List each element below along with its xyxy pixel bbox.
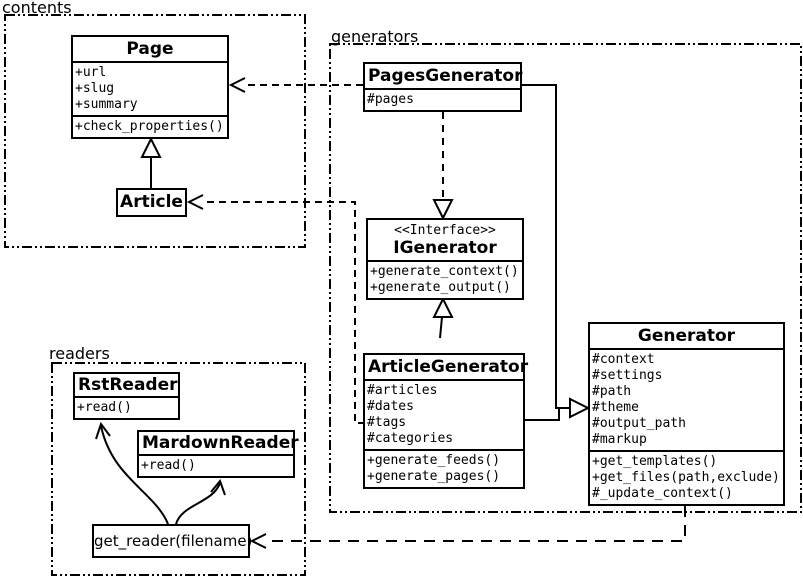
class-title: Page [126,39,174,59]
edge-generator-dep-getreader [249,506,686,549]
attribute-row: #pages [367,92,414,107]
function-get-reader: get_reader(filename) [92,524,252,558]
edge-pagesgenerator-realizes-igenerator [432,112,454,221]
attribute-row: +url [75,65,107,80]
methods-compartment: +read() [139,454,293,476]
method-row: +generate_output() [370,280,511,295]
attribute-row: #dates [367,399,414,414]
attribute-row: #theme [592,400,639,415]
package-readers-border [51,362,306,576]
stereotype-label: <<Interface>> [394,223,496,238]
class-pagesgenerator: PagesGenerator #pages [363,62,522,112]
class-rstreader: RstReader +read() [73,372,180,420]
class-article: Article [116,188,187,217]
attribute-row: #path [592,384,632,399]
method-row: +generate_pages() [367,469,501,484]
class-title: IGenerator [393,238,497,258]
package-label-readers: readers [49,344,110,363]
attribute-row: #categories [367,431,454,446]
edge-pagesgenerator-dep-page [228,77,363,93]
package-contents-border [4,14,306,248]
attribute-row: +slug [75,81,115,96]
attributes-compartment: #pages [365,88,520,110]
method-row: #_update_context() [592,486,733,501]
package-label-generators: generators [331,27,419,46]
edge-article-extends-page [140,136,162,188]
methods-compartment: +check_properties() [73,115,227,137]
attributes-compartment: +url +slug +summary [73,61,227,115]
class-title: Article [120,192,183,212]
edge-articlegenerator-dep-article [186,194,365,424]
class-articlegenerator: ArticleGenerator #articles #dates #tags … [363,353,529,489]
method-row: +get_templates() [592,454,718,469]
class-page: Page +url +slug +summary +check_properti… [71,35,229,139]
interface-igenerator: <<Interface>> IGenerator +generate_conte… [366,218,524,300]
edge-getreader-to-rstreader [95,421,169,525]
class-generator: Generator #context #settings #path #them… [588,322,785,506]
attribute-row: #settings [592,368,663,383]
method-row: +generate_feeds() [367,453,501,468]
interface-title-compartment: <<Interface>> IGenerator [368,220,522,260]
methods-compartment: +read() [75,396,178,418]
methods-compartment: +generate_context() +generate_output() [368,260,522,298]
edge-articlegenerator-realizes-igenerator [432,296,454,339]
class-title: ArticleGenerator [368,357,529,377]
method-row: +read() [141,458,196,473]
attribute-row: #context [592,352,655,367]
package-label-contents: contents [2,0,72,17]
attributes-compartment: #context #settings #path #theme #output_… [590,348,783,450]
method-row: +get_files(path,exclude) [592,470,780,485]
edge-getreader-to-mardownreader [175,478,226,525]
package-generators-border [329,43,802,513]
attribute-row: #articles [367,383,438,398]
attributes-compartment: #articles #dates #tags #categories [365,379,523,449]
methods-compartment: +generate_feeds() +generate_pages() [365,449,523,487]
methods-compartment: +get_templates() +get_files(path,exclude… [590,450,783,504]
attribute-row: #markup [592,432,647,447]
class-title: RstReader [78,375,178,395]
method-row: +read() [77,400,132,415]
attribute-row: #tags [367,415,407,430]
method-row: +check_properties() [75,119,224,134]
attribute-row: +summary [75,97,138,112]
method-row: +generate_context() [370,264,519,279]
class-title: MardownReader [142,433,299,453]
attribute-row: #output_path [592,416,686,431]
edge-generators-extend-generator [522,84,591,421]
class-mardownreader: MardownReader +read() [137,430,299,478]
class-title: PagesGenerator [368,66,523,86]
class-title: Generator [637,326,736,346]
